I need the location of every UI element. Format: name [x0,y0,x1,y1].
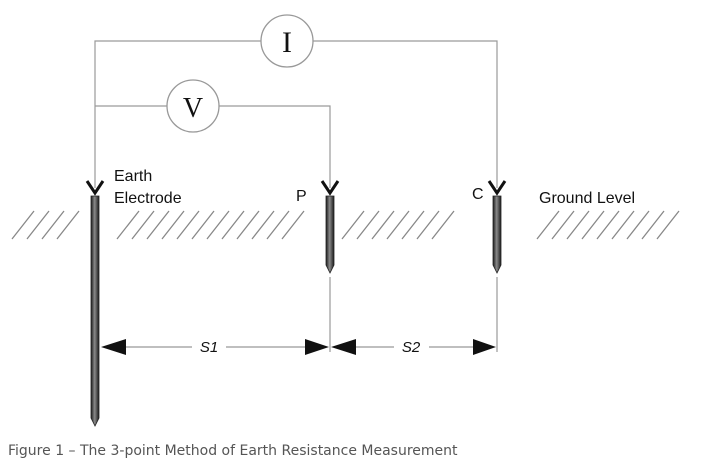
hatch-line [146,210,170,240]
current-probe-connector [487,180,507,196]
s1-dimension: S1 [101,339,329,356]
hatch-line [611,210,635,240]
earth-electrode-label-line1: Earth [114,168,152,185]
hatch-line [356,210,380,240]
probe-p-label: P [296,188,307,205]
voltmeter-circle [166,79,220,133]
hatch-line [176,210,200,240]
earth-electrode-connector [85,180,105,196]
earth-electrode-label-line2: Electrode [114,190,182,207]
ground-hatching [11,210,680,240]
probe-c-label: C [472,186,484,203]
hatch-line [56,210,80,240]
hatch-line [221,210,245,240]
hatch-line [656,210,680,240]
s2-dimension: S2 [331,339,496,356]
hatch-line [11,210,35,240]
voltmeter: V [166,79,220,133]
s2-left-arrowhead [331,339,356,355]
hatch-line [251,210,275,240]
hatch-line [26,210,50,240]
hatch-line [236,210,260,240]
hatch-line [416,210,440,240]
hatch-line [161,210,185,240]
hatch-line [131,210,155,240]
hatch-line [401,210,425,240]
hatch-line [551,210,575,240]
hatch-line [626,210,650,240]
hatch-line [566,210,590,240]
potential-probe-rod [325,195,335,274]
s2-label: S2 [402,339,421,356]
current-probe-rod [492,195,502,274]
hatch-line [641,210,665,240]
ammeter-circle [260,14,314,68]
earth-electrode [85,180,105,427]
hatch-line [596,210,620,240]
hatch-line [266,210,290,240]
potential-probe [320,180,340,274]
earth-electrode-rod [90,195,100,427]
hatch-line [386,210,410,240]
ammeter-symbol: I [282,26,292,59]
hatch-line [431,210,455,240]
hatch-line [206,210,230,240]
hatch-line [281,210,305,240]
hatch-line [536,210,560,240]
potential-probe-connector [320,180,340,196]
hatch-line [581,210,605,240]
hatch-line [191,210,215,240]
s1-left-arrowhead [101,339,126,355]
s1-right-arrowhead [305,339,329,355]
ground-level-label: Ground Level [539,190,635,207]
hatch-line [341,210,365,240]
ammeter: I [260,14,314,68]
hatch-line [41,210,65,240]
figure-caption: Figure 1 – The 3-point Method of Earth R… [8,443,458,459]
hatch-line [371,210,395,240]
hatch-line [116,210,140,240]
current-probe [487,180,507,274]
voltmeter-symbol: V [183,93,203,124]
s1-label: S1 [200,339,218,356]
s2-right-arrowhead [473,339,496,355]
